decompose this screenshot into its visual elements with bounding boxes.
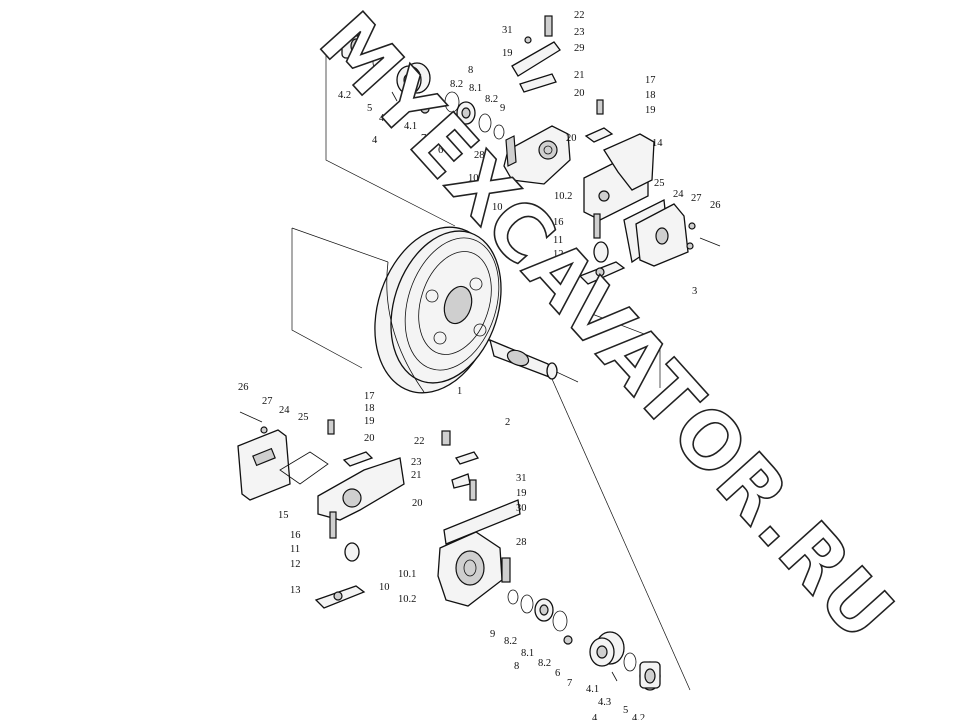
- part-label-24-top: 24: [673, 189, 684, 200]
- part-label-28-top: 28: [474, 150, 485, 161]
- part-label-10-1-bot: 10.1: [398, 569, 416, 580]
- seal-ring-8-2-top: [444, 91, 460, 113]
- lower-hub-group: [507, 589, 661, 691]
- part-label-19-top: 19: [502, 48, 513, 59]
- part-label-3: 3: [692, 286, 697, 297]
- part-label-20-bot: 20: [364, 433, 375, 444]
- upper-hub-group: [341, 32, 505, 140]
- idler-shaft: [489, 338, 558, 380]
- part-label-20-top-b: 20: [566, 133, 577, 144]
- part-label-10-2-top: 10.2: [554, 191, 572, 202]
- part-label-18-bot: 18: [364, 403, 375, 414]
- part-label-10-2-bot: 10.2: [398, 594, 416, 605]
- part-label-21-bot: 21: [411, 470, 422, 481]
- part-label-8-2-top-a: 8.2: [450, 79, 463, 90]
- part-label-12-top: 12: [553, 249, 564, 260]
- part-label-27-bot: 27: [262, 396, 273, 407]
- part-label-17-bot: 17: [364, 391, 375, 402]
- part-label-25-top: 25: [654, 178, 665, 189]
- collar-4-top: [396, 62, 431, 95]
- part-label-4-3-top: 4.3: [379, 113, 392, 124]
- plug-6-top: [420, 104, 430, 114]
- part-label-4-2-top: 4.2: [338, 90, 351, 101]
- bushing-4-2-top: [341, 32, 363, 60]
- part-label-19-bot-b: 19: [516, 488, 527, 499]
- part-label-12-bot: 12: [290, 559, 301, 570]
- idler-wheel: [374, 226, 502, 394]
- part-label-27-top: 27: [691, 193, 702, 204]
- part-label-7-bot: 7: [567, 678, 572, 689]
- part-label-15: 15: [278, 510, 289, 521]
- part-label-22-bot: 22: [414, 436, 425, 447]
- upper-bracket-group: [503, 15, 571, 185]
- part-label-4-bot: 4: [592, 713, 598, 720]
- part-label-8-2-bot-a: 8.2: [504, 636, 517, 647]
- part-label-4-2-bot: 4.2: [632, 713, 645, 720]
- part-label-10-1-top: 10.1: [468, 173, 486, 184]
- part-label-8-1-bot: 8.1: [521, 648, 534, 659]
- part-label-26-top: 26: [710, 200, 721, 211]
- part-label-17-top: 17: [645, 75, 656, 86]
- part-label-16-bot: 16: [290, 530, 301, 541]
- part-label-16-top: 16: [553, 217, 564, 228]
- part-label-30-bot: 30: [516, 503, 527, 514]
- part-label-4-top: 4: [372, 135, 378, 146]
- part-label-20-top: 20: [574, 88, 585, 99]
- part-label-28-bot: 28: [516, 537, 527, 548]
- part-label-4-3-bot: 4.3: [598, 697, 611, 708]
- part-label-19-top-b: 19: [645, 105, 656, 116]
- lower-yoke-group: [237, 411, 480, 609]
- part-label-19-bot: 19: [364, 416, 375, 427]
- part-label-8-2-bot-b: 8.2: [538, 658, 551, 669]
- part-label-18-top: 18: [645, 90, 656, 101]
- part-label-23-bot: 23: [411, 457, 422, 468]
- part-label-22-top: 22: [574, 10, 585, 21]
- part-label-13-top: 13: [553, 283, 564, 294]
- part-label-5-top: 5: [367, 103, 372, 114]
- part-label-6-top: 6: [438, 145, 443, 156]
- part-label-10-top: 10: [492, 202, 503, 213]
- part-label-14: 14: [652, 138, 663, 149]
- part-label-8-top: 8: [468, 65, 473, 76]
- part-label-8-bot: 8: [514, 661, 519, 672]
- part-label-25-bot: 25: [298, 412, 309, 423]
- pin-4-3-top: [391, 91, 398, 102]
- o-ring-9-top: [493, 124, 505, 140]
- part-label-9-top: 9: [500, 103, 505, 114]
- seal-ring-8-2b-top: [478, 113, 492, 133]
- part-label-29-top: 29: [574, 43, 585, 54]
- part-label-8-2-top-b: 8.2: [485, 94, 498, 105]
- part-label-31-top: 31: [502, 25, 513, 36]
- part-label-31-bot: 31: [516, 473, 527, 484]
- part-label-4-1-top: 4.1: [404, 121, 417, 132]
- part-label-2: 2: [505, 417, 510, 428]
- part-label-11-bot: 11: [290, 544, 300, 555]
- part-label-4-1-bot: 4.1: [586, 684, 599, 695]
- part-label-13-bot: 13: [290, 585, 301, 596]
- part-label-5-bot: 5: [623, 705, 628, 716]
- o-ring-5-top: [372, 52, 386, 72]
- part-label-1: 1: [457, 386, 462, 397]
- part-label-10-bot: 10: [379, 582, 390, 593]
- part-label-20-bot-b: 20: [412, 498, 423, 509]
- lower-bracket-group: [437, 479, 521, 607]
- part-label-24-bot: 24: [279, 405, 290, 416]
- part-label-8-1-top: 8.1: [469, 83, 482, 94]
- part-label-23-top: 23: [574, 27, 585, 38]
- part-label-6-bot: 6: [555, 668, 560, 679]
- upper-yoke-group: [578, 99, 721, 285]
- part-label-26-bot: 26: [238, 382, 249, 393]
- part-label-7-top: 7: [421, 133, 426, 144]
- floating-seal-8-1-top: [456, 101, 476, 125]
- part-label-9-bot: 9: [490, 629, 495, 640]
- part-label-21-top: 21: [574, 70, 585, 81]
- part-label-11-top: 11: [553, 235, 563, 246]
